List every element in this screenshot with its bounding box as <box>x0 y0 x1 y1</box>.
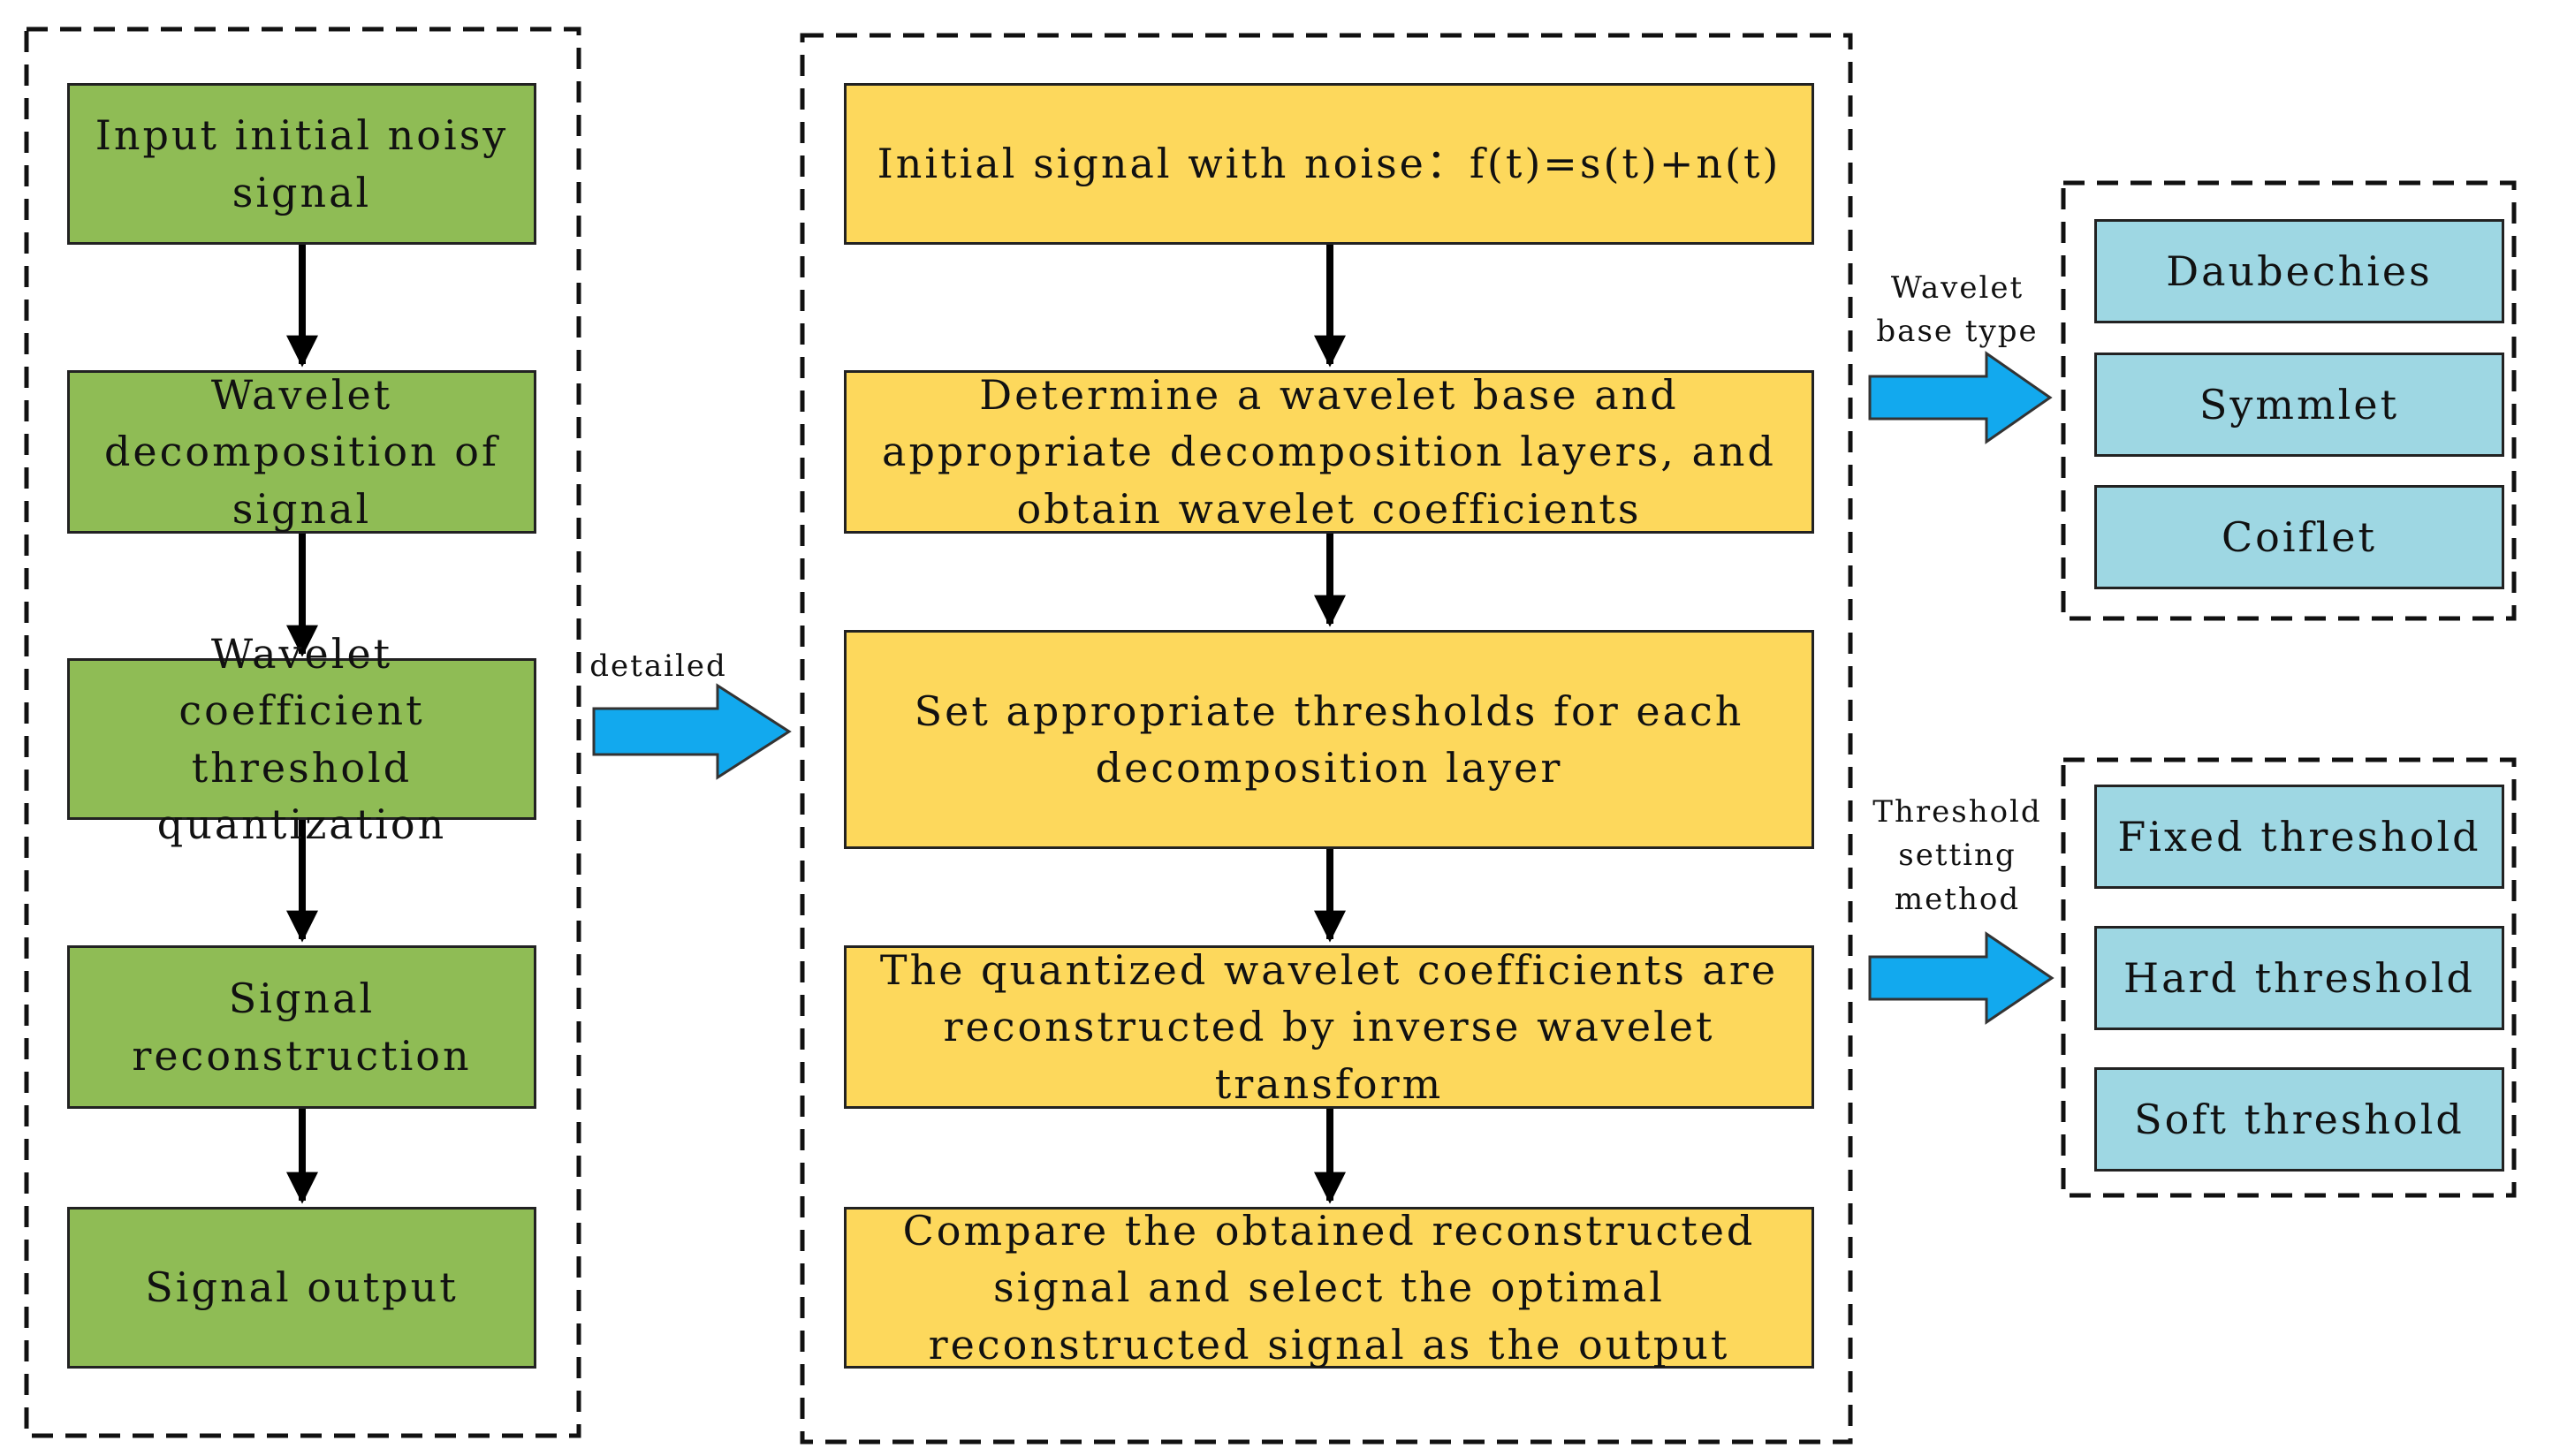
threshold-group-frame <box>2061 757 2517 1198</box>
step-inverse-wavelet-reconstruction: The quantized wavelet coefficients are r… <box>844 945 1814 1109</box>
step-signal-reconstruction: Signal reconstruction <box>67 945 536 1109</box>
option-fixed-threshold: Fixed threshold <box>2094 785 2504 889</box>
option-soft-threshold: Soft threshold <box>2094 1067 2504 1172</box>
left-group-frame <box>24 27 581 1438</box>
step-set-thresholds: Set appropriate thresholds for each deco… <box>844 630 1814 849</box>
threshold-setting-method-label: Threshold setting method <box>1872 794 2042 917</box>
wavelet-base-type-label: Wavelet base type <box>1876 270 2039 350</box>
detailed-label: detailed <box>589 648 727 684</box>
detailed-block-arrow <box>592 683 792 780</box>
step-determine-wavelet-base: Determine a wavelet base and appropriate… <box>844 370 1814 534</box>
step-initial-signal-with-noise: Initial signal with noise：f(t)=s(t)+n(t) <box>844 83 1814 245</box>
wavelet-group-frame <box>2061 180 2517 621</box>
step-input-noisy-signal: Input initial noisy signal <box>67 83 536 245</box>
step-signal-output: Signal output <box>67 1207 536 1369</box>
step-threshold-quantization: Wavelet coefficient threshold quantizati… <box>67 630 536 848</box>
option-coiflet: Coiflet <box>2094 485 2504 589</box>
threshold-block-arrow <box>1868 931 2055 1025</box>
middle-group-frame <box>800 33 1853 1445</box>
wavelet-block-arrow <box>1868 351 2053 444</box>
step-wavelet-decomposition: Wavelet decomposition of signal <box>67 370 536 534</box>
option-hard-threshold: Hard threshold <box>2094 926 2504 1030</box>
step-compare-and-select-output: Compare the obtained reconstructed signa… <box>844 1207 1814 1369</box>
option-daubechies: Daubechies <box>2094 219 2504 323</box>
option-symmlet: Symmlet <box>2094 353 2504 457</box>
